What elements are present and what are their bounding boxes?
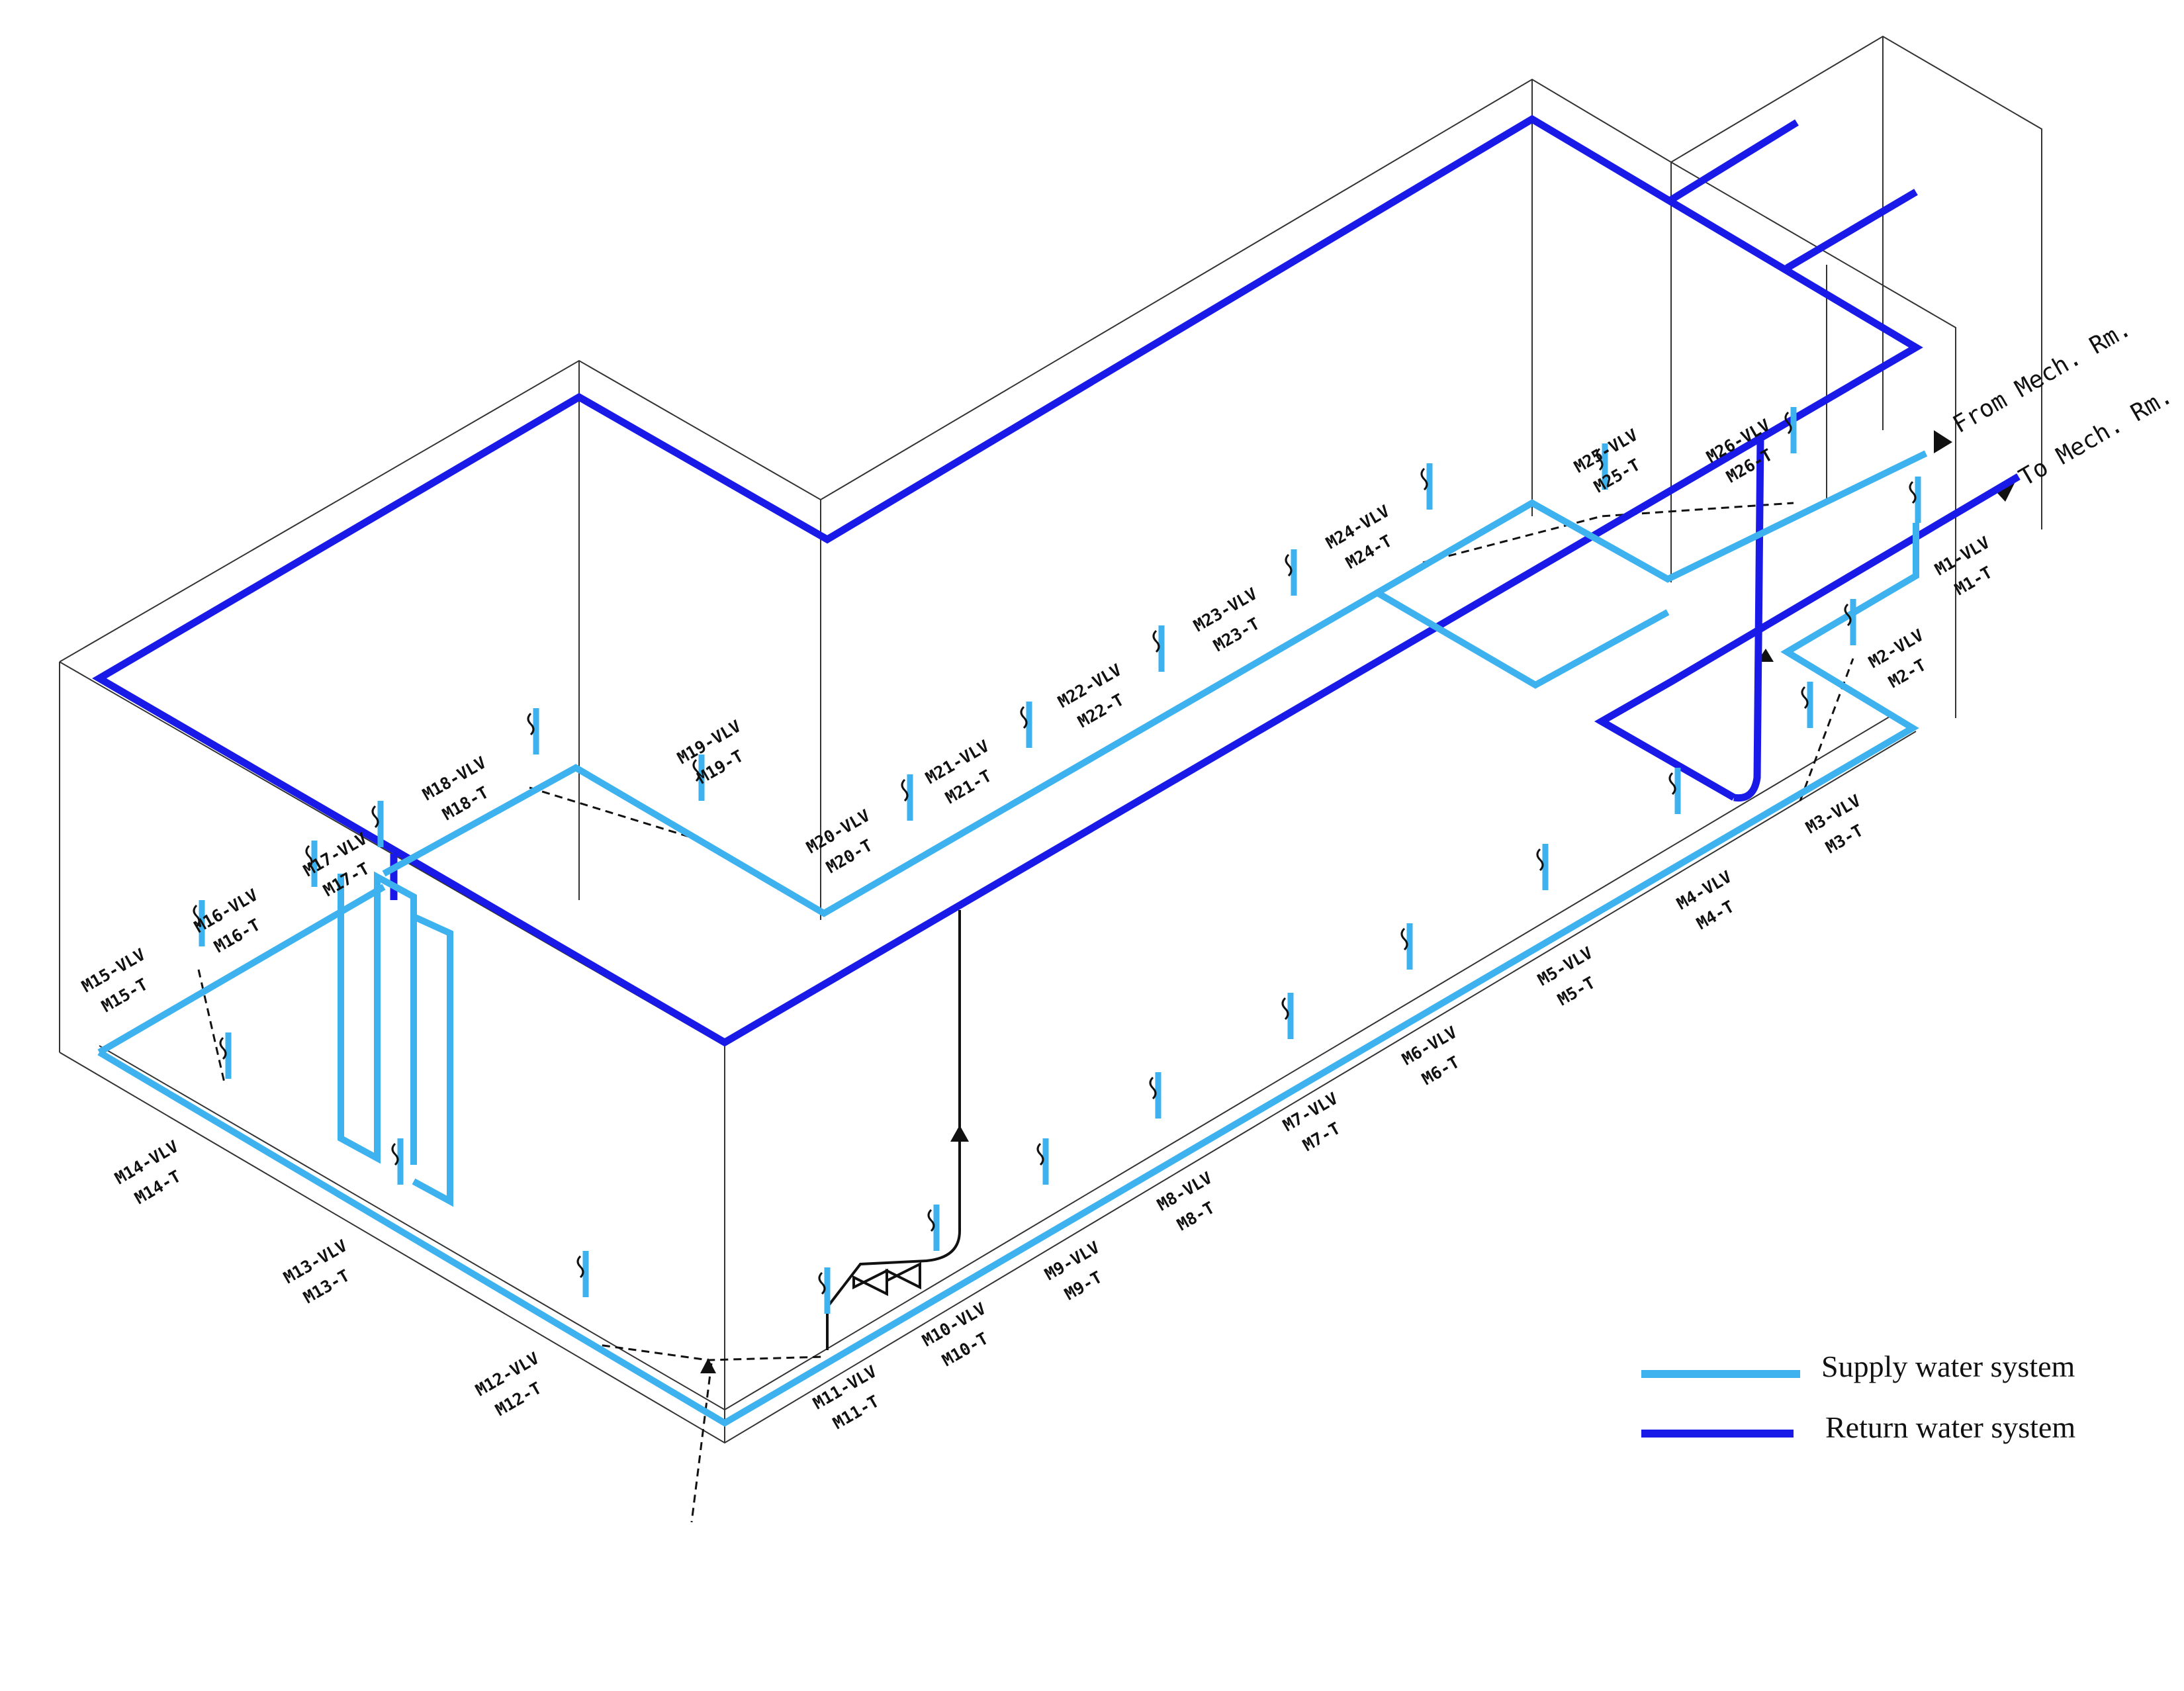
building-top-right-edge xyxy=(1670,35,2042,529)
terminal-unit-9 xyxy=(1036,1138,1049,1185)
flow-arrow-2 xyxy=(700,1358,716,1373)
building-inner-edges xyxy=(59,36,1884,1052)
terminal-unit-4 xyxy=(1668,768,1681,814)
return-pipe-drop xyxy=(1733,436,1764,802)
control-valve-icon xyxy=(1020,706,1028,729)
terminal-stubs xyxy=(193,407,1921,1314)
control-valve-icon xyxy=(901,778,909,802)
terminal-unit-17 xyxy=(371,801,384,847)
terminal-unit-13 xyxy=(391,1138,404,1185)
control-valve-icon xyxy=(1400,927,1408,951)
drain-pipe xyxy=(826,910,961,1350)
drain-line xyxy=(826,910,961,1350)
terminal-unit-19 xyxy=(692,754,705,801)
control-valve-icon xyxy=(219,1036,227,1060)
flow-arrow-to-mech xyxy=(1997,482,2015,502)
control-wire-east-2 xyxy=(1799,658,1854,801)
terminal-unit-25 xyxy=(1596,443,1608,490)
return-pipe-branch-1 xyxy=(1666,119,1799,205)
control-valve-icon xyxy=(1784,411,1792,435)
control-valve-icon xyxy=(1536,848,1544,872)
control-valve-icon xyxy=(1801,686,1809,709)
control-valve-icon xyxy=(1596,447,1604,471)
terminal-unit-12 xyxy=(576,1251,589,1297)
flow-arrow-1 xyxy=(950,1125,969,1142)
terminal-unit-18 xyxy=(527,708,539,754)
terminal-unit-15 xyxy=(193,900,205,946)
valve-symbol xyxy=(852,1268,888,1297)
supply-pipe-main xyxy=(97,450,1928,1056)
supply-pipe-loop xyxy=(1375,589,1670,689)
return-water-pipes xyxy=(92,114,2021,1047)
terminal-unit-11 xyxy=(818,1267,831,1314)
terminal-unit-7 xyxy=(1281,993,1294,1039)
terminal-unit-22 xyxy=(1152,625,1165,672)
terminal-unit-14 xyxy=(219,1032,232,1079)
control-wire-down xyxy=(690,1363,713,1523)
control-valve-icon xyxy=(1285,553,1293,577)
control-valve-icon xyxy=(1036,1142,1044,1166)
terminal-unit-8 xyxy=(1149,1072,1161,1119)
to-mech-room-label: To Mech. Rm. xyxy=(2015,382,2177,492)
return-pipe-perimeter xyxy=(92,114,1923,1047)
control-valve-icon xyxy=(692,758,700,782)
terminal-unit-5 xyxy=(1536,844,1549,890)
control-valve-icon xyxy=(1668,772,1676,796)
terminal-unit-1 xyxy=(1909,477,1921,523)
supply-pipe-riser-loop-2 xyxy=(412,913,453,1207)
return-pipe-to-mech xyxy=(1594,473,2021,801)
return-pipe-branch-2 xyxy=(1785,189,1918,271)
control-valve-icon xyxy=(1152,629,1160,653)
legend: Supply water system Return water system xyxy=(1641,1349,2075,1444)
control-valve-icon xyxy=(305,845,313,868)
legend-supply-label: Supply water system xyxy=(1821,1349,2075,1383)
building-mid-edge xyxy=(1670,161,1956,718)
control-valve-icon xyxy=(371,805,379,829)
supply-pipe-riser-loop-1 xyxy=(338,871,417,1165)
terminal-unit-6 xyxy=(1400,923,1413,970)
control-valve-icon xyxy=(1909,480,1917,504)
building-top-left-edge xyxy=(59,78,1672,663)
terminal-unit-16 xyxy=(305,841,318,887)
control-valve-icon xyxy=(193,904,201,928)
control-valve-icon xyxy=(1844,603,1852,627)
control-valve-icon xyxy=(1420,467,1428,491)
supply-water-pipes xyxy=(97,450,1928,1427)
terminal-unit-3 xyxy=(1801,682,1813,728)
control-wire-north xyxy=(529,786,702,842)
terminal-unit-26 xyxy=(1784,407,1797,453)
flow-arrows xyxy=(700,430,2015,1373)
control-valve-icon xyxy=(576,1255,584,1279)
control-valve-icon xyxy=(1149,1076,1157,1100)
flow-arrow-from-mech xyxy=(1934,430,1952,453)
control-valve-icon xyxy=(391,1142,399,1166)
unit-labels: M1-VLVM1-TM2-VLVM2-TM3-VLVM3-TM4-VLVM4-T… xyxy=(79,415,1996,1433)
supply-pipe-south xyxy=(97,523,1919,1427)
terminal-unit-10 xyxy=(927,1205,940,1251)
control-valve-icon xyxy=(527,712,535,736)
terminal-unit-20 xyxy=(901,774,913,821)
control-valve-icon xyxy=(818,1271,826,1295)
terminal-unit-21 xyxy=(1020,702,1032,748)
building-corner-edge xyxy=(59,661,725,1443)
terminal-unit-24 xyxy=(1420,463,1433,510)
control-valve-icon xyxy=(927,1209,935,1232)
building-floor-edge xyxy=(99,714,1893,1411)
valve-symbol-2 xyxy=(886,1261,921,1290)
terminal-unit-2 xyxy=(1844,599,1856,645)
terminal-unit-23 xyxy=(1285,549,1297,596)
control-valve-icon xyxy=(1281,997,1289,1021)
legend-return-label: Return water system xyxy=(1825,1410,2075,1444)
